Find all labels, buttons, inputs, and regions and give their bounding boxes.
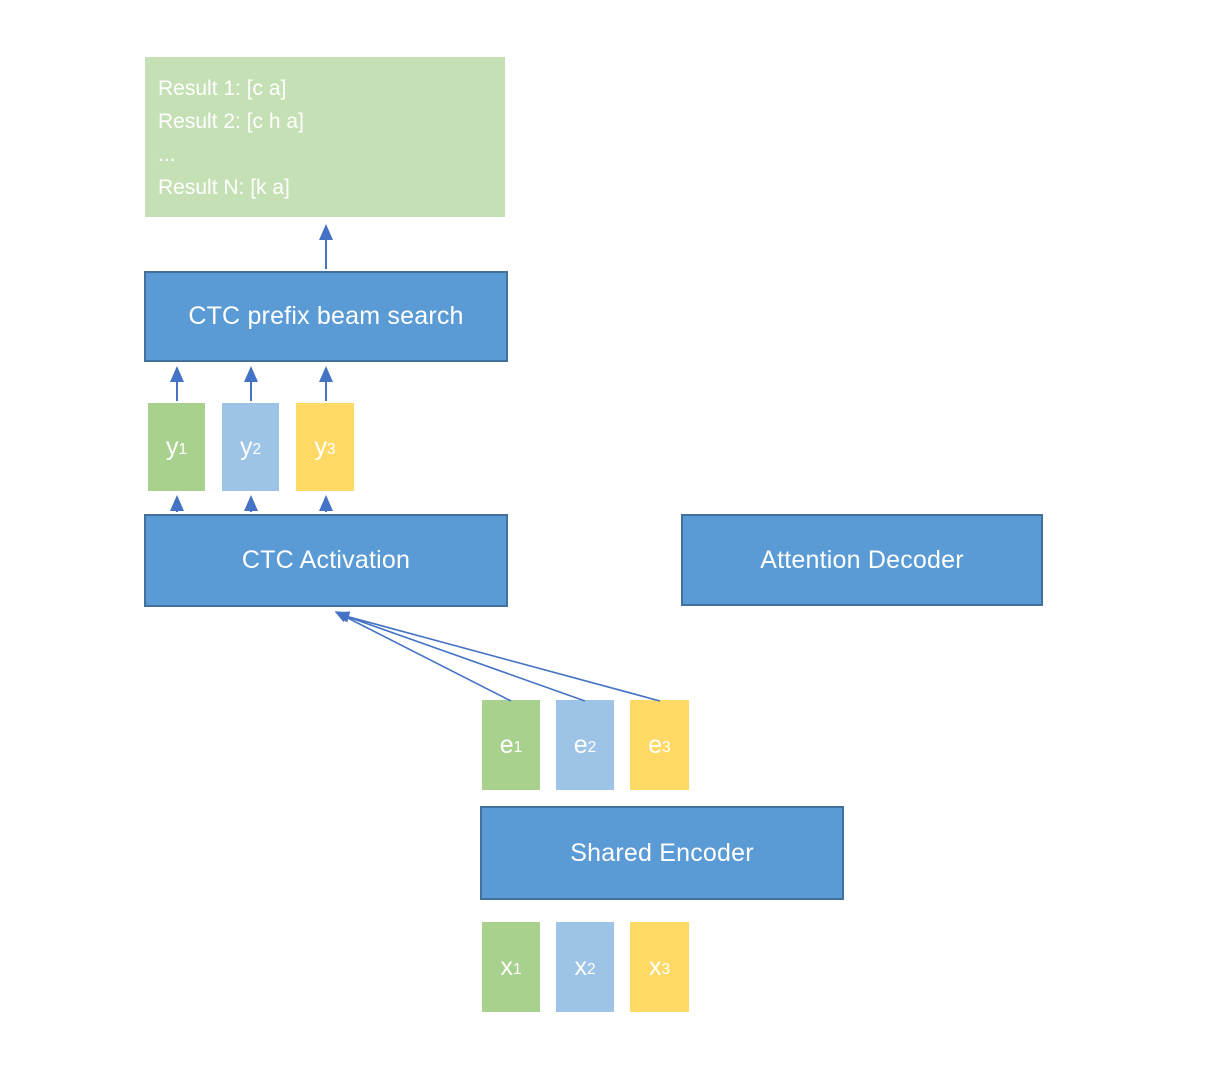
ctc-prefix-beam-search-label: CTC prefix beam search [188,302,464,330]
arrow-e3-to-activation [336,611,661,702]
token-x2-base: x [574,952,587,981]
token-x1-base: x [500,952,513,981]
ctc-prefix-beam-search-block: CTC prefix beam search [144,271,508,362]
result-line-ellipsis: ... [158,143,176,166]
token-x3-sub: 3 [661,961,671,979]
token-e1-sub: 1 [513,739,523,757]
token-x3-base: x [648,952,662,981]
token-e1-base: e [499,730,514,759]
token-y3-sub: 3 [326,441,336,459]
token-y1-sub: 1 [178,441,188,459]
token-y1-base: y [165,432,179,461]
token-e2-base: e [573,730,588,759]
result-line-1: Result 1: [c a] [158,77,287,100]
attention-decoder-block: Attention Decoder [681,514,1043,606]
token-e3-sub: 3 [662,739,671,757]
arrow-e2-to-activation [335,611,586,702]
arrow-e1-to-activation [334,611,512,702]
shared-encoder-block: Shared Encoder [480,806,844,900]
token-x1-sub: 1 [512,961,522,979]
token-y2-base: y [239,432,253,461]
ctc-activation-label: CTC Activation [241,546,411,574]
token-e2-sub: 2 [587,739,597,757]
result-line-n: Result N: [k a] [158,176,290,199]
ctc-activation-block: CTC Activation [144,514,508,607]
token-x2-sub: 2 [586,961,596,979]
attention-decoder-label: Attention Decoder [760,545,964,574]
result-line-2: Result 2: [c h a] [158,110,304,133]
token-y2-sub: 2 [252,441,262,459]
token-e3-base: e [648,730,663,759]
shared-encoder-label: Shared Encoder [570,838,754,867]
token-y3-base: y [314,432,327,461]
results-box: Result 1: [c a] Result 2: [c h a] ... Re… [145,57,505,217]
